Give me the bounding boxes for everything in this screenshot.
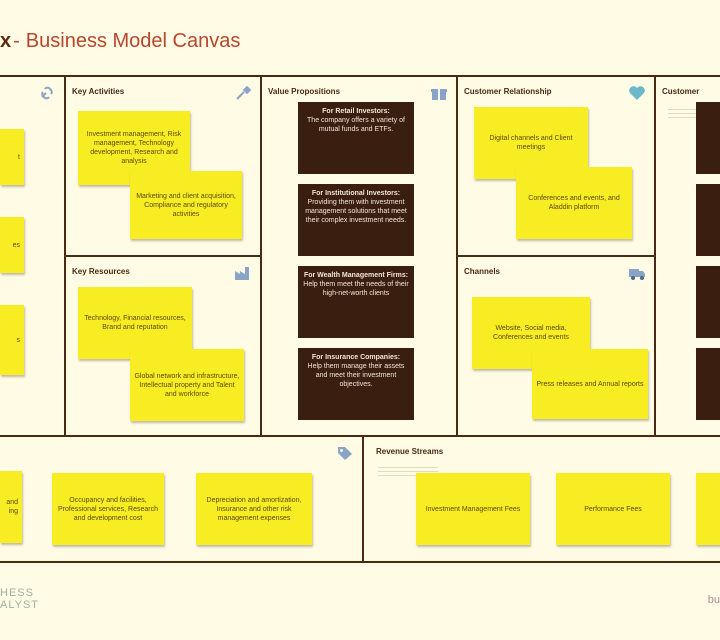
section-title: Value Propositions — [268, 87, 341, 96]
segment-card — [696, 266, 720, 338]
key-partner-note: t — [0, 129, 24, 185]
value-card-heading: For Wealth Management Firms: — [303, 272, 409, 279]
revenue-streams-section: Revenue Streams Investment Management Fe… — [362, 435, 720, 563]
tag-icon — [336, 445, 354, 461]
customer-segments-section: Customer — [654, 75, 720, 437]
title-text: Business Model Canvas — [25, 30, 241, 52]
value-card-heading: For Insurance Companies: — [311, 354, 401, 361]
page-title: x-Business Model Canvas — [0, 30, 240, 53]
value-card: For Retail Investors: The company offers… — [298, 102, 414, 174]
value-propositions-section: Value Propositions For Retail Investors:… — [260, 75, 458, 437]
segment-card — [696, 102, 720, 174]
section-title: Revenue Streams — [376, 447, 444, 456]
sticky-note: Depreciation and amortization, Insurance… — [196, 473, 312, 545]
value-card-body: The company offers a variety of mutual f… — [307, 117, 405, 133]
sticky-note: Press releases and Annual reports — [532, 349, 648, 419]
section-title: Key Resources — [72, 267, 130, 276]
brand-fragment: x — [0, 30, 12, 52]
value-card-body: Providing them with investment managemen… — [305, 199, 407, 224]
key-partner-note: s — [0, 305, 24, 375]
key-activities-section: Key Activities Investment management, Ri… — [64, 75, 262, 257]
value-card: For Wealth Management Firms: Help them m… — [298, 266, 414, 338]
factory-icon — [234, 265, 252, 281]
value-card-heading: For Retail Investors: — [322, 108, 390, 115]
value-card: For Institutional Investors: Providing t… — [298, 184, 414, 256]
footer-logo-line: HESS — [0, 587, 34, 599]
sticky-note: Occupancy and facilities, Professional s… — [52, 473, 164, 545]
segment-card — [696, 184, 720, 256]
ruled-lines — [668, 109, 708, 121]
link-icon — [38, 85, 56, 101]
sticky-note: and ing — [0, 471, 22, 543]
key-resources-section: Key Resources Technology, Financial reso… — [64, 255, 262, 437]
footer-logo: HESS ALYST — [0, 587, 39, 611]
key-partners-section: t es s — [0, 75, 66, 437]
paint-brush-icon — [234, 85, 252, 101]
ruled-lines — [378, 467, 438, 479]
section-title: Key Activities — [72, 87, 125, 96]
truck-icon — [628, 265, 646, 281]
sticky-note: Global network and infrastructure, Intel… — [130, 349, 244, 421]
value-card-body: Help them manage their assets and meet t… — [307, 363, 405, 388]
sticky-note — [696, 473, 720, 545]
cost-structure-section: and ing Occupancy and facilities, Profes… — [0, 435, 364, 563]
footer-link[interactable]: bu — [707, 594, 720, 606]
heart-icon — [628, 85, 646, 101]
value-card-body: Help them meet the needs of their high-n… — [303, 281, 409, 297]
gift-icon — [430, 85, 448, 101]
value-card-heading: For Institutional Investors: — [311, 190, 401, 197]
segment-card — [696, 348, 720, 420]
sticky-note: Conferences and events, and Aladdin plat… — [516, 167, 632, 239]
value-card: For Insurance Companies: Help them manag… — [298, 348, 414, 420]
channels-section: Channels Website, Social media, Conferen… — [456, 255, 656, 437]
key-partner-note: es — [0, 217, 24, 273]
section-title: Customer Relationship — [464, 87, 552, 96]
sticky-note: Technology, Financial resources, Brand a… — [78, 287, 192, 359]
customer-relationship-section: Customer Relationship Digital channels a… — [456, 75, 656, 257]
sticky-note: Performance Fees — [556, 473, 670, 545]
section-title: Customer — [662, 87, 700, 96]
sticky-note: Investment Management Fees — [416, 473, 530, 545]
title-separator: - — [13, 30, 20, 52]
section-title: Channels — [464, 267, 501, 276]
sticky-note: Marketing and client acquisition, Compli… — [130, 171, 242, 239]
footer-logo-line: ALYST — [0, 599, 40, 611]
